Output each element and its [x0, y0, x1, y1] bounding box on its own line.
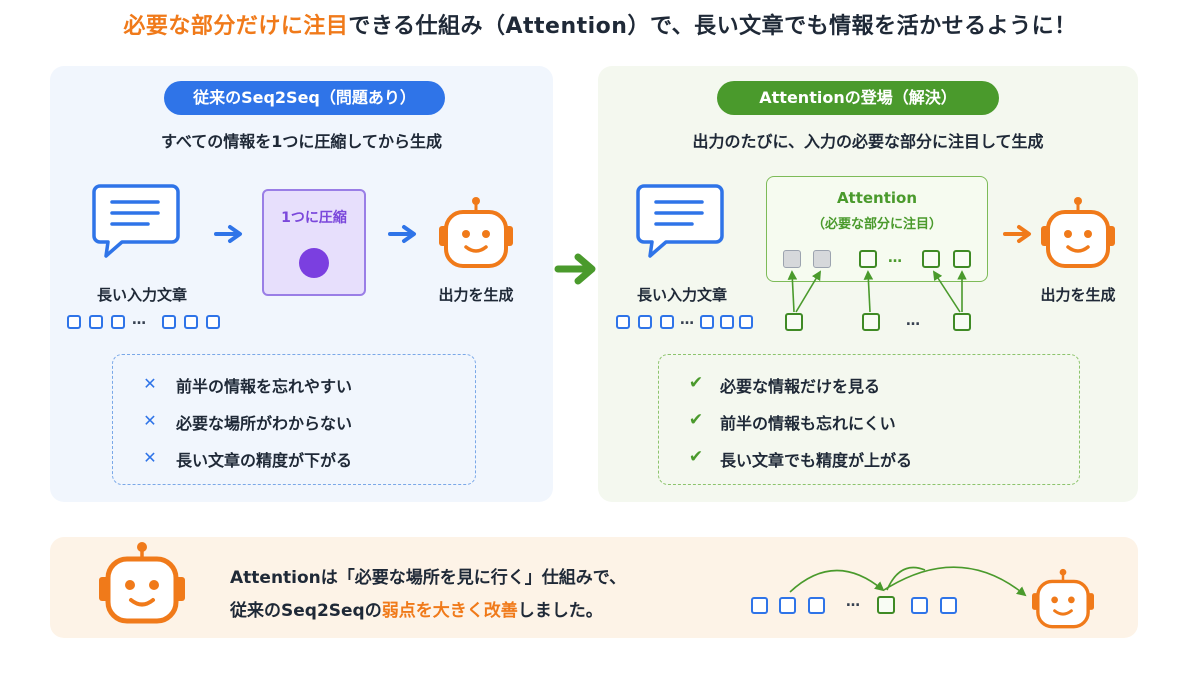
- title-rest: できる仕組み（Attention）で、長い文章でも情報を活かせるように！: [348, 14, 1077, 39]
- right-output-label: 出力を生成: [1040, 286, 1116, 304]
- arrow-right-icon: [214, 225, 242, 243]
- token-box: [751, 597, 768, 614]
- right-input-label: 長い入力文章: [636, 286, 727, 304]
- summary-highlight: 弱点を大きく改善: [381, 601, 518, 621]
- attention-subtitle-label: （必要な部分に注目）: [811, 217, 942, 232]
- robot-icon: [1032, 568, 1094, 629]
- input-token-box: [953, 313, 971, 331]
- transition-arrow-icon: [554, 253, 596, 285]
- token-box: [206, 315, 220, 329]
- summary-line-1: Attentionは「必要な場所を見に行く」仕組みで、: [230, 568, 627, 588]
- issue-item: 必要な場所がわからない: [176, 414, 353, 433]
- summary-line-2: 従来のSeq2Seqの弱点を大きく改善しました。: [230, 596, 603, 621]
- token-box: [700, 315, 714, 329]
- token-box: [616, 315, 630, 329]
- issue-item: 前半の情報を忘れやすい: [176, 377, 353, 396]
- attention-arrows: [787, 270, 967, 313]
- token-box: [940, 597, 957, 614]
- attention-cell: [922, 250, 940, 268]
- summary-panel: [50, 537, 1138, 638]
- attention-pill: Attentionの登場（解決）: [717, 81, 999, 115]
- check-icon: ✔: [688, 410, 704, 430]
- token-ellipsis: …: [680, 312, 694, 328]
- cross-icon: ✕: [143, 374, 157, 393]
- attention-cell: [953, 250, 971, 268]
- token-box: [808, 597, 825, 614]
- issue-item: 長い文章の精度が下がる: [176, 451, 353, 470]
- token-box: [67, 315, 81, 329]
- seq2seq-subtitle: すべての情報を1つに圧縮してから生成: [161, 132, 442, 151]
- document-icon: [636, 184, 724, 258]
- token-box: [89, 315, 103, 329]
- token-box: [911, 597, 928, 614]
- compress-label: 1つに圧縮: [281, 210, 347, 226]
- attention-box: [766, 176, 988, 282]
- page-title: 必要な部分だけに注目できる仕組み（Attention）で、長い文章でも情報を活か…: [0, 8, 1200, 40]
- check-icon: ✔: [688, 373, 704, 393]
- benefit-item: 前半の情報も忘れにくい: [720, 414, 896, 433]
- robot-icon: [439, 197, 513, 268]
- check-icon: ✔: [688, 447, 704, 467]
- issues-list: [112, 354, 476, 485]
- compress-box: [262, 189, 366, 296]
- left-input-label: 長い入力文章: [96, 286, 187, 304]
- attention-curve-arrows: [789, 566, 1027, 597]
- token-box: [184, 315, 198, 329]
- input-token-box: [862, 313, 880, 331]
- left-output-label: 出力を生成: [438, 286, 514, 304]
- cross-icon: ✕: [143, 411, 157, 430]
- input-token-box: [785, 313, 803, 331]
- arrow-right-icon: [388, 225, 416, 243]
- robot-icon: [99, 542, 185, 624]
- input-ellipsis: …: [906, 313, 920, 329]
- attention-title: Attention: [836, 189, 918, 207]
- arrow-right-icon: [1003, 225, 1031, 243]
- cross-icon: ✕: [143, 448, 157, 467]
- token-box: [739, 315, 753, 329]
- token-box: [660, 315, 674, 329]
- context-vector-dot: [299, 248, 329, 278]
- token-ellipsis: …: [846, 594, 860, 610]
- attended-token-box: [877, 596, 895, 614]
- benefits-list: [658, 354, 1080, 485]
- robot-icon: [1041, 197, 1115, 268]
- benefit-item: 必要な情報だけを見る: [720, 377, 881, 396]
- token-box: [779, 597, 796, 614]
- attention-cell: [859, 250, 877, 268]
- seq2seq-pill: 従来のSeq2Seq（問題あり）: [164, 81, 445, 115]
- attention-cell-dim: [783, 250, 801, 268]
- token-box: [162, 315, 176, 329]
- benefit-item: 長い文章でも精度が上がる: [720, 451, 913, 470]
- token-ellipsis: …: [132, 312, 146, 328]
- title-highlight: 必要な部分だけに注目: [123, 14, 349, 39]
- attention-subtitle: 出力のたびに、入力の必要な部分に注目して生成: [692, 132, 1044, 151]
- token-box: [720, 315, 734, 329]
- summary-line-2-post: しました。: [517, 601, 603, 621]
- token-box: [111, 315, 125, 329]
- attention-ellipsis: …: [888, 250, 902, 266]
- attention-cell-dim: [813, 250, 831, 268]
- summary-line-2-pre: 従来のSeq2Seqの: [230, 601, 382, 621]
- document-icon: [92, 184, 180, 258]
- token-box: [638, 315, 652, 329]
